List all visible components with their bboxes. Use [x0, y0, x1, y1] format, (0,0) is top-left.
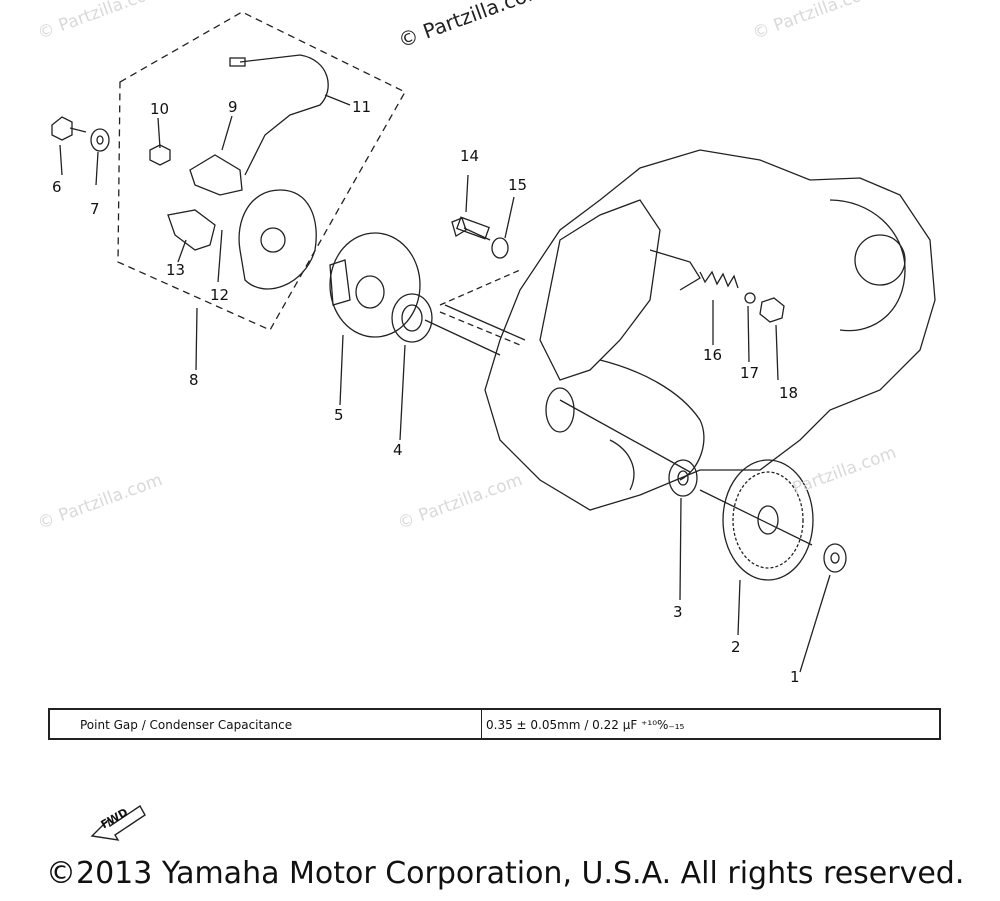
callout-5: 5: [334, 406, 344, 424]
callout-13: 13: [166, 261, 186, 279]
callout-7: 7: [90, 200, 100, 218]
copyright-text: ©2013 Yamaha Motor Corporation, U.S.A. A…: [46, 856, 965, 891]
spec-value: 0.35 ± 0.05mm / 0.22 μF ⁺¹⁰%₋₁₅: [486, 718, 685, 732]
callout-8: 8: [189, 371, 199, 389]
crankcase-outline: [484, 149, 936, 511]
washer-15: [491, 237, 509, 259]
callout-11: 11: [352, 98, 372, 116]
bolt-6: [51, 116, 87, 141]
nut-18: [759, 297, 785, 323]
washer-1: [823, 543, 847, 573]
callout-10: 10: [150, 100, 170, 118]
ball-17: [744, 292, 756, 304]
callout-14: 14: [460, 147, 480, 165]
wire-lead: [239, 54, 329, 176]
fwd-arrow-icon: [90, 804, 146, 841]
callout-1: 1: [790, 668, 800, 686]
callout-6: 6: [52, 178, 62, 196]
oil-seal-4: [391, 293, 433, 343]
callout-9: 9: [228, 98, 238, 116]
callout-12: 12: [210, 286, 230, 304]
callout-2: 2: [731, 638, 741, 656]
point-plate: [238, 189, 317, 290]
bolt-14: [451, 216, 491, 241]
spring-16: [699, 270, 739, 289]
washer-7: [90, 128, 110, 152]
spec-label: Point Gap / Condenser Capacitance: [50, 710, 482, 738]
spec-table: Point Gap / Condenser Capacitance 0.35 ±…: [48, 708, 941, 740]
callout-17: 17: [740, 364, 760, 382]
callout-15: 15: [508, 176, 528, 194]
callout-18: 18: [779, 384, 799, 402]
assembly-box-outline: [117, 11, 406, 331]
gear-2: [699, 459, 814, 581]
breaker-cam-5: [329, 232, 421, 338]
callout-3: 3: [673, 603, 683, 621]
washer-3: [668, 459, 698, 497]
callout-4: 4: [393, 441, 403, 459]
callout-16: 16: [703, 346, 723, 364]
